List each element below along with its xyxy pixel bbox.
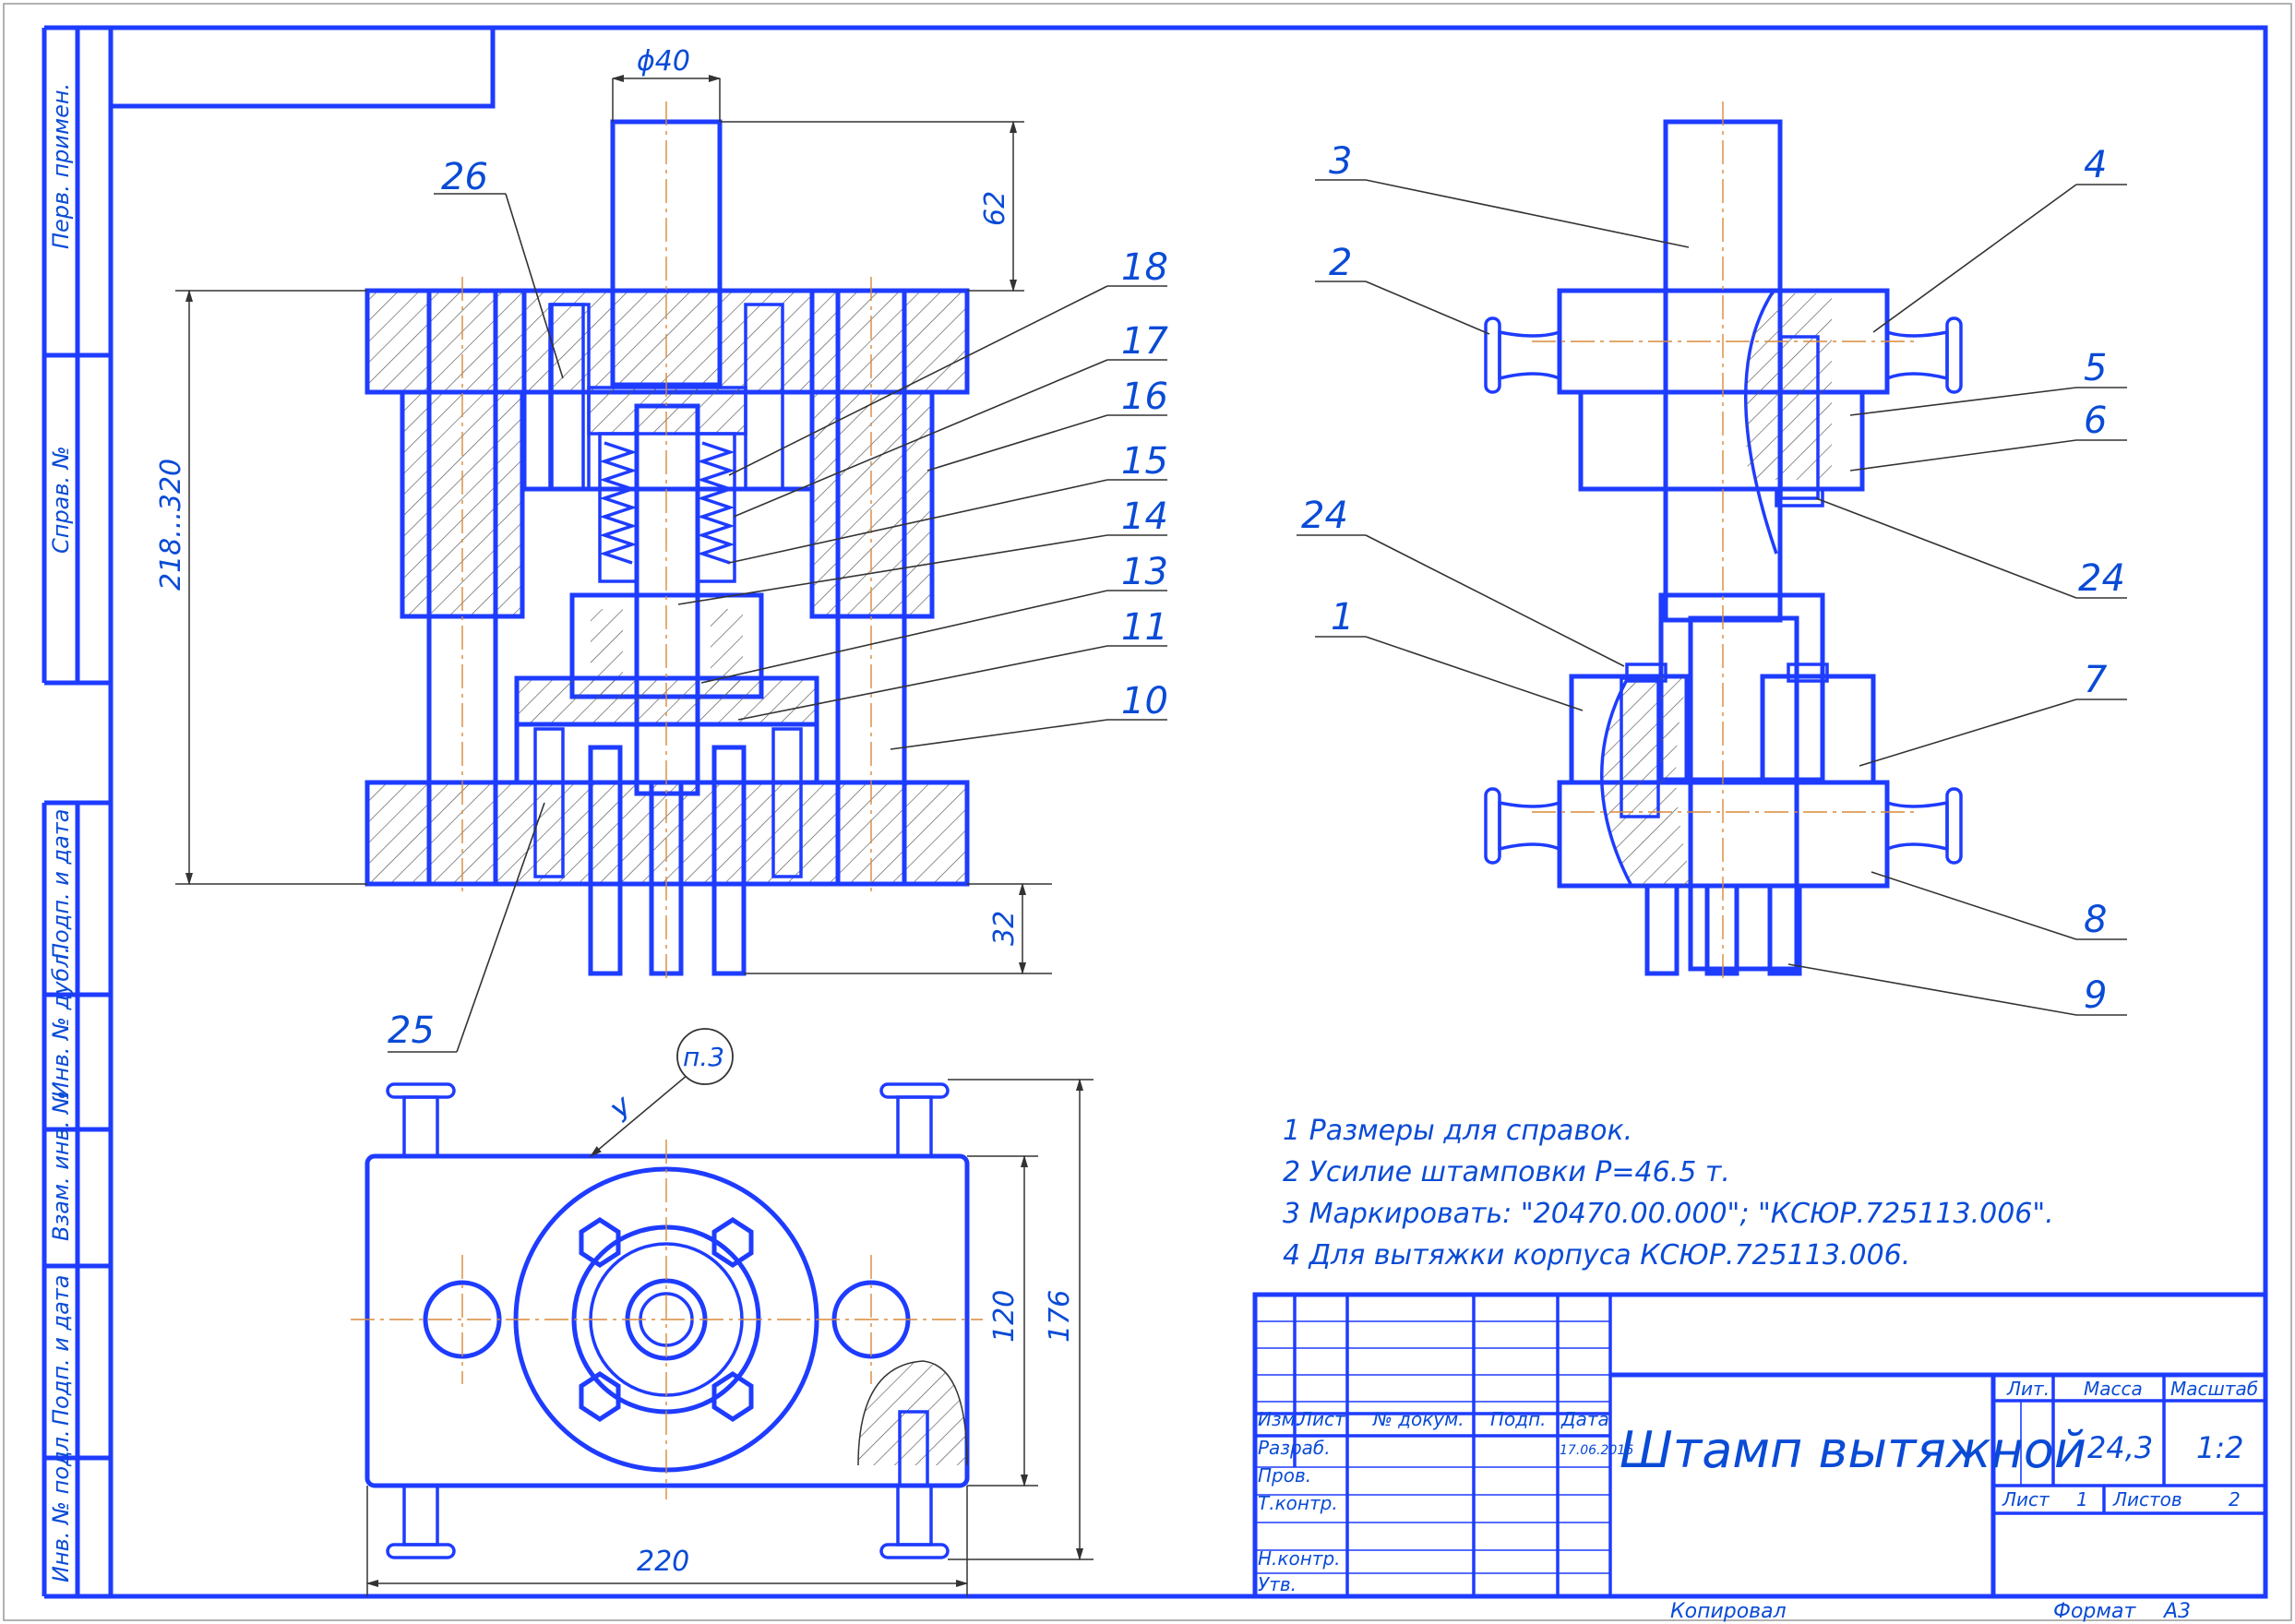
- tb-sheet-label: Лист: [2002, 1488, 2050, 1511]
- tb-mass-value: 24,3: [2087, 1430, 2153, 1465]
- label-podp-data-1: Подп. и дата: [48, 809, 74, 961]
- dim-total-height: 176: [1044, 1290, 1076, 1343]
- front-view-dimensions: ϕ40 62 218...320 32: [155, 45, 1052, 975]
- tb-massa: Масса: [2084, 1378, 2143, 1400]
- callout-9: 9: [2084, 974, 2107, 1017]
- tb-list: Лист: [1297, 1408, 1346, 1430]
- callout-2: 2: [1329, 242, 1352, 284]
- plan-view-dimensions: 220 120 176 У п.3: [365, 1028, 1094, 1596]
- label-inv-podl: Инв. № подл.: [48, 1429, 74, 1582]
- footer-kopiroval: Копировал: [1670, 1600, 1787, 1623]
- tb-date-value: 17.06.2016: [1560, 1443, 1633, 1458]
- callout-4: 4: [2084, 144, 2107, 186]
- tb-nkontr: Н.контр.: [1258, 1547, 1341, 1570]
- dim-shaft-length: 62: [979, 191, 1011, 226]
- tb-utv: Утв.: [1258, 1573, 1297, 1595]
- tb-scale-value: 1:2: [2196, 1430, 2244, 1465]
- callout-3: 3: [1329, 140, 1352, 183]
- callout-26: 26: [441, 156, 488, 198]
- dim-shaft-diameter: ϕ40: [637, 45, 690, 78]
- tb-prov: Пров.: [1258, 1464, 1311, 1487]
- handle-bottom-left: [386, 1484, 456, 1559]
- handle-top-right: [879, 1082, 950, 1158]
- plan-view: [351, 1082, 983, 1559]
- callout-10: 10: [1121, 680, 1168, 722]
- callout-17: 17: [1121, 320, 1168, 363]
- callout-8: 8: [2084, 899, 2107, 941]
- callout-5: 5: [2084, 347, 2107, 389]
- callout-18: 18: [1121, 246, 1168, 289]
- side-view-callouts: 3 2 4 5 6 24 24 1 7 8 9: [1297, 140, 2127, 1017]
- tb-tkontr: Т.контр.: [1258, 1492, 1338, 1514]
- callout-11: 11: [1121, 606, 1168, 649]
- tb-podp: Подп.: [1490, 1408, 1547, 1430]
- note-ref-bubble: [676, 1028, 734, 1085]
- note-3: 3 Маркировать: "20470.00.000"; "КСЮР.725…: [1283, 1198, 2054, 1230]
- callout-25: 25: [388, 1009, 435, 1052]
- sheet-frame: [3, 3, 2292, 1621]
- label-inv-dubl: Инв. № дубл.: [48, 947, 74, 1098]
- label-podp-data-2: Подп. и дата: [48, 1275, 74, 1427]
- handle-bottom-right: [879, 1484, 950, 1559]
- tb-doc-no: № докум.: [1372, 1408, 1464, 1430]
- dim-plate-height: 120: [988, 1290, 1021, 1343]
- tb-data: Дата: [1560, 1408, 1609, 1430]
- view-label: У: [606, 1093, 641, 1129]
- callout-24-left: 24: [1301, 495, 1348, 537]
- side-view: [1484, 102, 1963, 983]
- sidebar-labels: Перв. примен. Справ. № Подп. и дата Инв.…: [48, 83, 74, 1582]
- tb-razrab: Разраб.: [1258, 1437, 1331, 1459]
- label-vzam-inv: Взам. инв. №: [48, 1091, 74, 1241]
- dim-width-plan: 220: [637, 1546, 689, 1578]
- tb-sheet-no: 1: [2076, 1488, 2088, 1511]
- footer-format-value: А3: [2162, 1600, 2191, 1623]
- note-1: 1 Размеры для справок.: [1283, 1115, 1632, 1147]
- tb-izm: Изм.: [1258, 1408, 1301, 1430]
- callout-24-right: 24: [2078, 557, 2125, 600]
- label-perv-primen: Перв. примен.: [48, 83, 74, 249]
- title-block: Штамп вытяжной Изм. Лист № докум. Подп. …: [1252, 1292, 2268, 1599]
- note-ref-label: п.3: [683, 1042, 724, 1072]
- technical-notes: 1 Размеры для справок. 2 Усилие штамповк…: [1283, 1115, 2054, 1272]
- tb-lit: Лит.: [2006, 1378, 2050, 1400]
- callout-16: 16: [1121, 376, 1168, 418]
- callout-1: 1: [1331, 596, 1354, 639]
- front-view-callouts: 26 18 17 16 15 14 13 11 10 25: [388, 156, 1168, 1053]
- label-sprav-no: Справ. №: [48, 446, 74, 554]
- handle-top-left: [386, 1082, 456, 1158]
- dim-height-range: 218...320: [155, 459, 187, 591]
- callout-14: 14: [1121, 496, 1168, 538]
- dim-bottom-protrusion: 32: [988, 911, 1021, 946]
- front-section-view: [365, 102, 970, 983]
- footer-format: Формат: [2053, 1600, 2136, 1623]
- note-4: 4 Для вытяжки корпуса КСЮР.725113.006.: [1283, 1239, 1910, 1272]
- tb-masshtab: Масштаб: [2170, 1378, 2258, 1400]
- drawing-title: Штамп вытяжной: [1620, 1421, 2086, 1479]
- callout-15: 15: [1121, 440, 1168, 483]
- tb-sheets-label: Листов: [2112, 1488, 2182, 1511]
- callout-6: 6: [2084, 400, 2107, 442]
- tb-sheets-total: 2: [2229, 1488, 2241, 1511]
- callout-7: 7: [2084, 659, 2108, 701]
- note-2: 2 Усилие штамповки P=46.5 т.: [1283, 1156, 1730, 1188]
- footer: Копировал Формат А3: [1670, 1600, 2191, 1623]
- callout-13: 13: [1121, 551, 1168, 593]
